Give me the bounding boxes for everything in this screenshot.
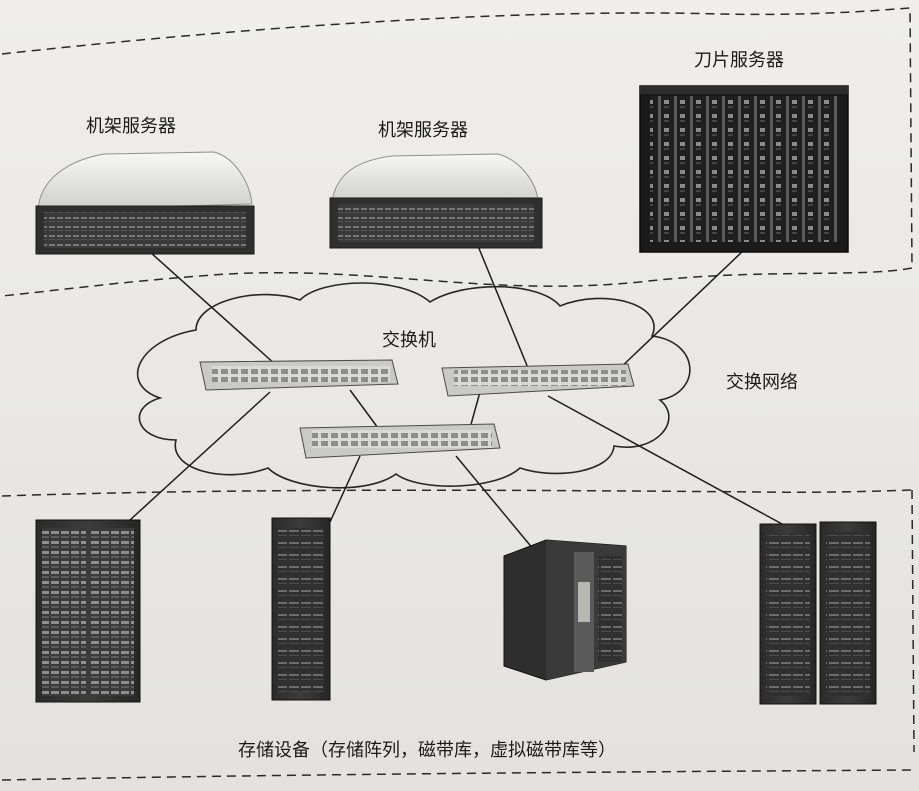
link-rack-middle-to-switch-2 [477, 245, 529, 369]
switch-1 [199, 359, 399, 391]
storage-zone-bottom-border [1, 769, 915, 781]
rack-server-left [35, 151, 255, 255]
link-switch-2-to-switch-3 [469, 391, 481, 429]
link-rack-left-to-switch-1 [149, 251, 287, 375]
connection-lines [129, 245, 783, 551]
storage-zone-right-border [911, 489, 915, 753]
switch-3 [299, 423, 501, 459]
zone-boundaries [1, 7, 915, 781]
link-switch-3-to-tape-library [455, 455, 535, 551]
link-switch-3-to-storage-2 [329, 455, 361, 523]
link-switch-1-to-switch-3 [349, 389, 379, 429]
storage-array-4 [759, 521, 877, 705]
switch-network-label: 交换网络 [726, 372, 798, 393]
rack-server-left-label: 机架服务器 [86, 116, 176, 137]
link-switch-2-to-storage-4 [547, 395, 783, 525]
storage-zone-top-border [1, 489, 913, 497]
storage-array-2 [271, 517, 331, 701]
storage-devices-label: 存储设备（存储阵列，磁带库，虚拟磁带库等） [238, 740, 616, 761]
server-zone-border [1, 7, 913, 297]
blade-server-chassis [639, 85, 849, 253]
storage-array-1 [35, 519, 141, 703]
switch-label: 交换机 [382, 330, 436, 351]
rack-server-middle [329, 153, 543, 249]
blade-server-label: 刀片服务器 [694, 50, 784, 71]
link-blade-to-switch-2 [617, 249, 745, 371]
switch-2 [441, 363, 635, 397]
rack-server-middle-label: 机架服务器 [378, 120, 468, 141]
link-switch-1-to-storage-1 [129, 391, 271, 521]
tape-library [503, 539, 627, 681]
switch-network-cloud [136, 282, 691, 489]
